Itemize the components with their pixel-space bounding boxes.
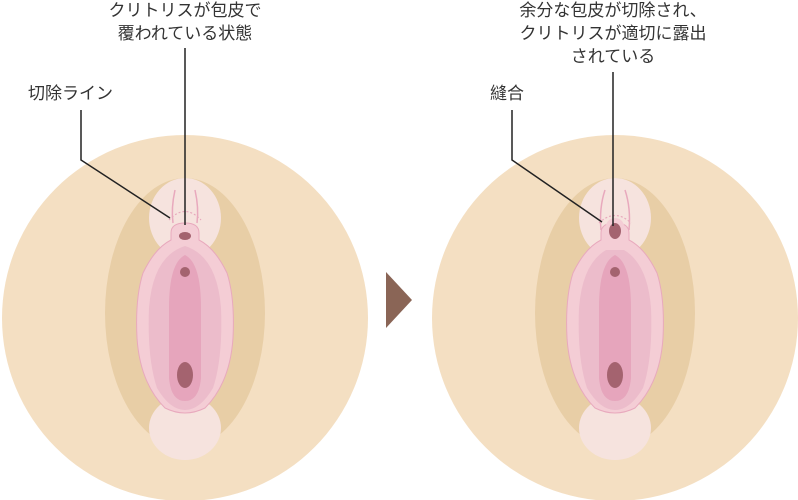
leader-lines xyxy=(80,48,614,226)
label-line: クリトリスが適切に露出 xyxy=(519,24,707,44)
before-illustration xyxy=(1,134,369,500)
clitoris-exposed-label: 余分な包皮が切除され、 クリトリスが適切に露出 されている xyxy=(500,0,726,69)
clitoris-exposed xyxy=(609,223,621,239)
clitoris-covered xyxy=(179,232,191,240)
suture-label: 縫合 xyxy=(490,84,524,104)
label-line: されている xyxy=(570,47,656,67)
cut-line-label: 切除ライン xyxy=(28,84,113,104)
arrow-right-icon xyxy=(386,272,412,328)
clitoris-covered-label: クリトリスが包皮で 覆われている状態 xyxy=(85,0,285,46)
label-line: 覆われている状態 xyxy=(117,24,253,44)
label-line: クリトリスが包皮で xyxy=(108,1,262,21)
label-line: 余分な包皮が切除され、 xyxy=(519,1,707,21)
suture-line-dashed xyxy=(598,214,632,224)
after-illustration xyxy=(431,134,798,500)
cut-line-dashed xyxy=(168,210,202,221)
